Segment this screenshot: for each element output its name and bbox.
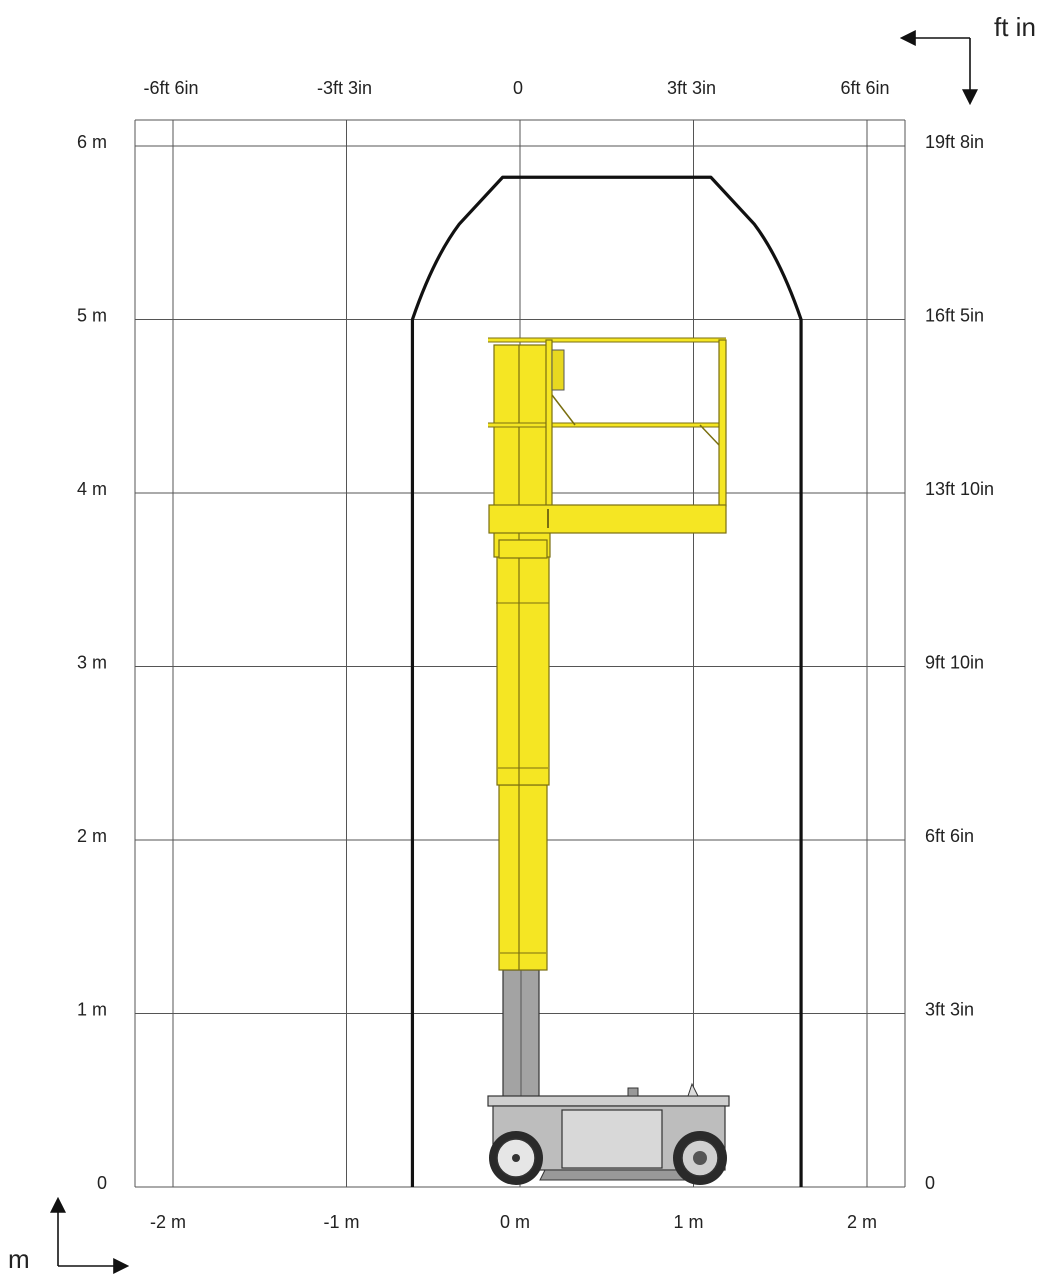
left-tick-label: 4 m — [77, 479, 107, 499]
front-wheel — [673, 1131, 727, 1185]
left-tick-label: 1 m — [77, 1000, 107, 1020]
right-tick-label: 3ft 3in — [925, 1000, 974, 1020]
left-tick-label: 3 m — [77, 653, 107, 673]
left-tick-label: 5 m — [77, 306, 107, 326]
bottom-axis: -2 m -1 m 0 m 1 m 2 m — [150, 1212, 877, 1232]
right-tick-label: 19ft 8in — [925, 132, 984, 152]
left-tick-label: 6 m — [77, 132, 107, 152]
bottom-tick-label: 2 m — [847, 1212, 877, 1232]
right-axis: 0 3ft 3in 6ft 6in 9ft 10in 13ft 10in 16f… — [925, 132, 994, 1193]
right-tick-label: 6ft 6in — [925, 826, 974, 846]
m-unit-indicator: m — [8, 1196, 130, 1274]
top-axis: -6ft 6in -3ft 3in 0 3ft 3in 6ft 6in — [143, 78, 889, 98]
bottom-tick-label: 1 m — [673, 1212, 703, 1232]
bottom-tick-label: -2 m — [150, 1212, 186, 1232]
right-tick-label: 9ft 10in — [925, 653, 984, 673]
m-unit-label: m — [8, 1244, 30, 1274]
mast-section-1 — [498, 784, 548, 971]
right-tick-label: 13ft 10in — [925, 479, 994, 499]
ft-in-unit-label: ft in — [994, 12, 1036, 42]
bottom-tick-label: -1 m — [324, 1212, 360, 1232]
rear-wheel — [489, 1131, 543, 1185]
left-tick-label: 2 m — [77, 826, 107, 846]
top-tick-label: -3ft 3in — [317, 78, 372, 98]
left-axis: 0 1 m 2 m 3 m 4 m 5 m 6 m — [77, 132, 107, 1193]
mast-clamp — [498, 539, 548, 559]
top-tick-label: 0 — [513, 78, 523, 98]
left-tick-label: 0 — [97, 1173, 107, 1193]
right-tick-label: 0 — [925, 1173, 935, 1193]
top-tick-label: 3ft 3in — [667, 78, 716, 98]
platform-floor — [488, 504, 727, 534]
top-tick-label: 6ft 6in — [840, 78, 889, 98]
working-envelope-outline — [410, 175, 803, 1187]
vertical-mast-lift-illustration — [487, 337, 730, 1185]
mast-section-2 — [496, 554, 550, 786]
right-tick-label: 16ft 5in — [925, 306, 984, 326]
ft-in-unit-indicator: ft in — [899, 12, 1036, 106]
top-tick-label: -6ft 6in — [143, 78, 198, 98]
bottom-tick-label: 0 m — [500, 1212, 530, 1232]
platform-railing — [488, 337, 727, 507]
